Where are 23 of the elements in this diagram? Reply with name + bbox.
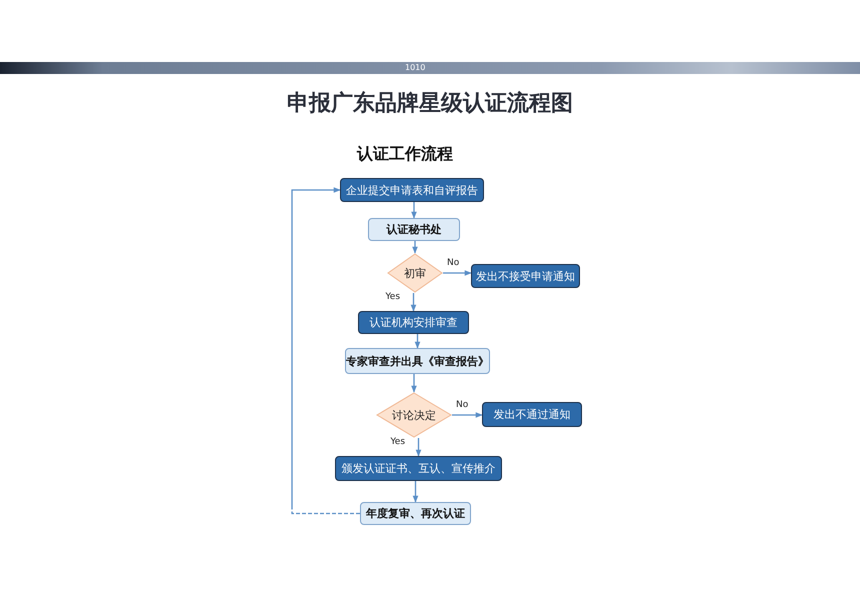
process-box: 发出不接受申请通知 xyxy=(471,264,580,288)
banner-text: 1010 xyxy=(405,62,426,74)
page-title: 申报广东品牌星级认证流程图 xyxy=(286,90,574,118)
arrow xyxy=(416,438,422,457)
process-box: 专家审查并出具《审查报告》 xyxy=(345,348,490,374)
process-box: 发出不通过通知 xyxy=(482,402,582,427)
arrow xyxy=(291,187,360,514)
arrow xyxy=(412,241,418,254)
arrow xyxy=(410,293,416,312)
arrow xyxy=(411,202,417,219)
decision-text: 初审 xyxy=(404,266,426,280)
arrow xyxy=(443,270,472,276)
arrow xyxy=(411,374,417,393)
process-box: 认证秘书处 xyxy=(368,218,460,241)
arrow xyxy=(414,334,420,349)
process-box: 颁发认证证书、互认、宣传推介 xyxy=(335,456,502,481)
process-box: 企业提交申请表和自评报告 xyxy=(340,178,484,202)
arrow xyxy=(412,481,418,503)
process-box: 认证机构安排审查 xyxy=(358,311,469,334)
process-box: 年度复审、再次认证 xyxy=(360,502,471,525)
arrow xyxy=(452,412,483,418)
chart-heading: 认证工作流程 xyxy=(357,144,453,165)
decision-text: 讨论决定 xyxy=(392,408,436,422)
